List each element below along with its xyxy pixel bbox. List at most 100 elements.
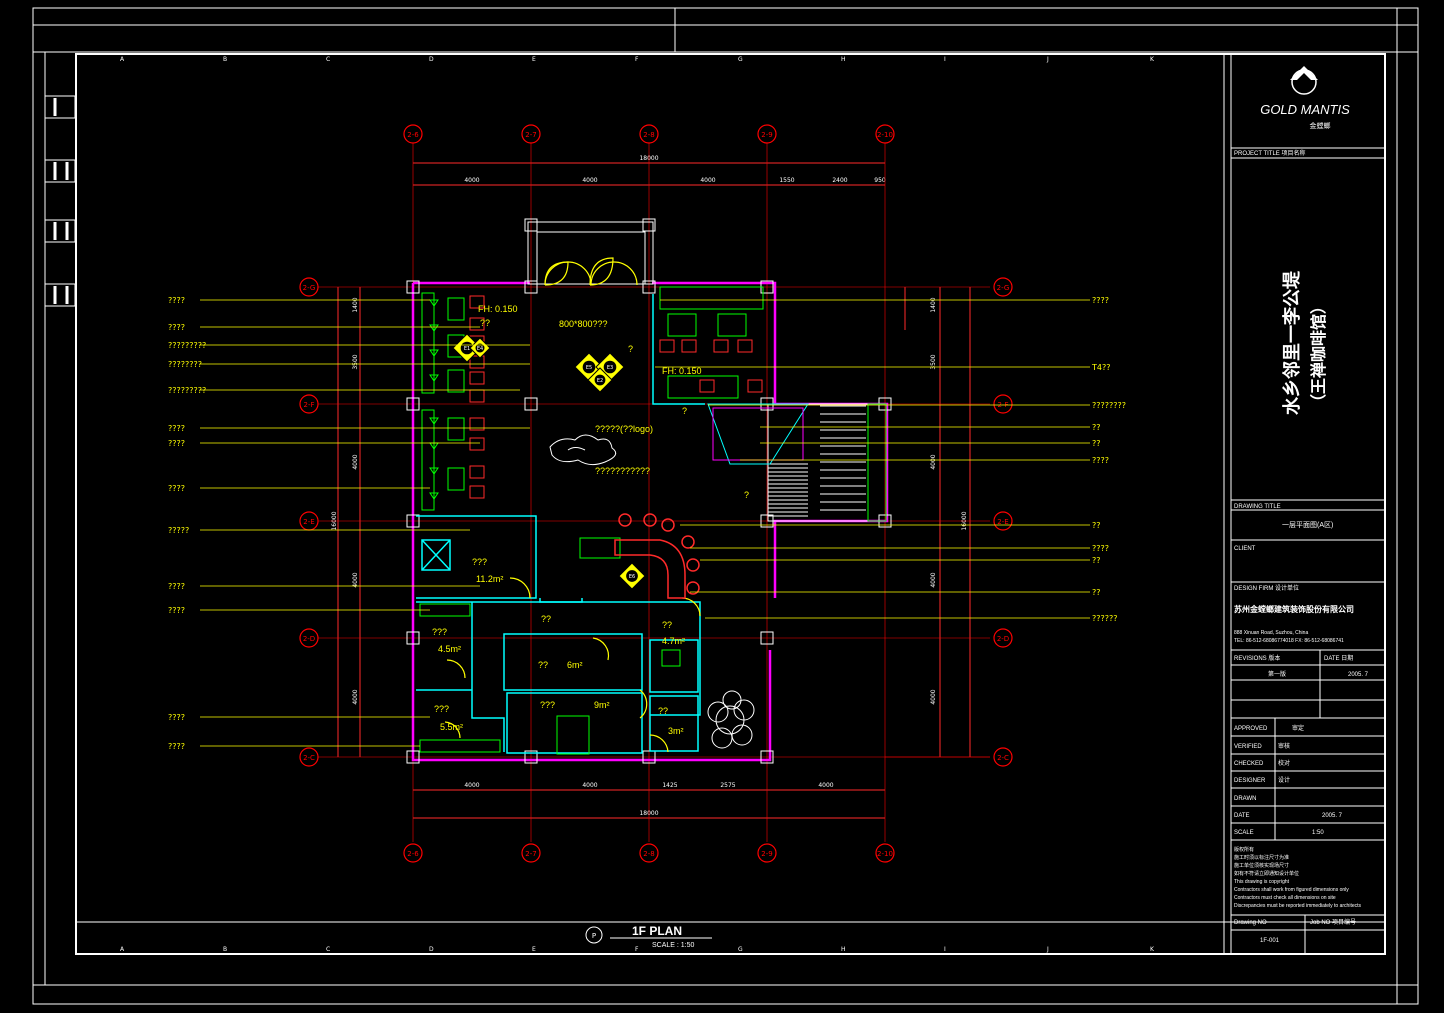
sheet-marker: P: [592, 932, 596, 940]
axis-bubble: [299, 747, 319, 767]
axis-bubble: [757, 124, 777, 144]
dimension-value: 4000: [582, 782, 597, 789]
chairs: [429, 295, 763, 500]
axis-bubble: [299, 394, 319, 414]
chair: [659, 339, 675, 353]
brand-logo: [1290, 66, 1318, 95]
dimension-lines: [337, 162, 971, 819]
dimension-value: 1400: [352, 297, 359, 312]
dimension-value: 4000: [352, 572, 359, 587]
elevation-tag-core: [582, 360, 596, 374]
axis-label: 2-10: [877, 131, 893, 139]
dimension-value: 1550: [779, 177, 794, 184]
column: [524, 218, 538, 232]
drawing-scale: SCALE : 1:50: [652, 942, 695, 949]
title-note: This drawing is copyright: [1234, 879, 1290, 885]
callout-right: ??: [1092, 439, 1101, 448]
dimension-value: 4000: [352, 454, 359, 469]
grid-letter-top: D: [429, 56, 434, 63]
grid-letter-bottom: B: [223, 946, 227, 953]
chair: [681, 339, 697, 353]
elevation-tag-core: [626, 570, 638, 582]
callout-right: ????: [1092, 296, 1109, 305]
brand-name: GOLD MANTIS: [1260, 102, 1350, 117]
dimension-value: 4000: [352, 689, 359, 704]
grid-letter-top: C: [326, 56, 330, 63]
callout-leaders: ????????????????????????????????????????…: [168, 296, 1126, 751]
verified-value: 审核: [1278, 742, 1290, 750]
axis-lines: [318, 143, 990, 842]
callout-left: ????: [168, 484, 185, 493]
drawing-title-bar: P 1F PLAN SCALE : 1:50: [585, 924, 712, 949]
axis-bubble: [521, 124, 541, 144]
dimension-value: 4000: [930, 572, 937, 587]
checked-value: 校对: [1278, 759, 1290, 767]
checked-label: CHECKED: [1234, 761, 1264, 767]
dimension-value: 4000: [582, 177, 597, 184]
drawing-title-label: DRAWING TITLE: [1234, 504, 1281, 510]
room-9-area: 9m²: [594, 700, 610, 710]
callout-left: ????: [168, 323, 185, 332]
room-6-name: ??: [538, 660, 548, 670]
callout-left: ????: [168, 424, 185, 433]
axis-label: 2-E: [997, 518, 1008, 526]
scale-label: SCALE: [1234, 830, 1254, 836]
grid-letter-top: J: [1046, 56, 1049, 63]
grid-letter-top: B: [223, 56, 227, 63]
fh-label-2: FH: 0.150: [662, 366, 702, 376]
grid-letter-bottom: J: [1046, 946, 1049, 953]
revision-date: 2005. 7: [1348, 672, 1369, 678]
column: [524, 750, 538, 764]
column: [642, 750, 656, 764]
chair: [747, 379, 763, 393]
logo-note: ?????(??logo): [595, 424, 653, 434]
chair: [699, 379, 715, 393]
column: [406, 280, 420, 294]
grid-letter-bottom: D: [429, 946, 434, 953]
axis-label: 2-D: [303, 635, 315, 643]
callout-left: ????: [168, 606, 185, 615]
dimension-value: 4000: [930, 689, 937, 704]
svg-text:?: ?: [682, 406, 687, 416]
grid-letter-bottom: C: [326, 946, 330, 953]
chair: [469, 317, 485, 331]
scale-value: 1:50: [1312, 830, 1324, 836]
axis-label: 2-6: [407, 850, 419, 858]
job-no-label: Job NO 项目编号: [1310, 918, 1356, 926]
column: [406, 514, 420, 528]
callout-left: ????: [168, 582, 185, 591]
title-note: 施工时须以标注尺寸为准: [1234, 854, 1289, 861]
elevation-tag-core: [475, 343, 485, 353]
axis-label: 2-6: [407, 131, 419, 139]
partitions: [416, 294, 705, 754]
project-title-label: PROJECT TITLE 项目名称: [1234, 149, 1305, 157]
axis-bubble: [993, 394, 1013, 414]
axis-label: 2-8: [643, 131, 654, 139]
dimension-value: 1425: [662, 782, 677, 789]
title-note: Contractors shall work from figured dime…: [1234, 887, 1349, 893]
chair: [469, 417, 485, 431]
room-text: FH: 0.150 ?? 800*800??? FH: 0.150 ?????(…: [432, 304, 749, 736]
grid-letter-top: G: [738, 56, 743, 63]
column: [760, 631, 774, 645]
axis-label: 2-C: [997, 754, 1009, 762]
axis-label: 2-G: [303, 284, 316, 292]
title-block-text: GOLD MANTIS 金螳螂 PROJECT TITLE 项目名称 水乡邻里一…: [1234, 66, 1369, 944]
chair: [469, 437, 485, 451]
elevation-tag-label: E3: [607, 365, 613, 371]
elevation-tag-label: E5: [586, 365, 592, 371]
revisions-label: REVISIONS 版本: [1234, 654, 1280, 662]
axis-bubble: [521, 843, 541, 863]
callout-right: ??: [1092, 588, 1101, 597]
bar-counter: [614, 513, 700, 599]
axis-bubble: [639, 124, 659, 144]
axis-label: 2-F: [303, 401, 314, 409]
elevation-tag-label: E4: [477, 346, 483, 352]
title-notes: 版权所有施工时须以标注尺寸为准施工单位须核实现场尺寸如有不符请立即通知设计单位T…: [1234, 846, 1361, 909]
approved-label: APPROVED: [1234, 726, 1268, 732]
room-9-name: ???: [540, 700, 555, 710]
dimension-value: 4000: [464, 177, 479, 184]
grid-letter-bottom: H: [841, 946, 846, 953]
design-firm: 苏州金螳螂建筑装饰股份有限公司: [1234, 604, 1354, 614]
